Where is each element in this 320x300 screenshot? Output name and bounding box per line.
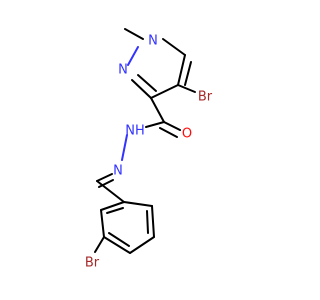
bond-ring-1	[123, 201, 153, 207]
bond-nh-n	[121, 134, 128, 161]
bond-ring-4	[103, 236, 131, 254]
bond-ring-6	[100, 201, 125, 211]
bond-c-o-a	[163, 121, 181, 131]
atom-labels: N N Br O NH N Br	[85, 34, 213, 271]
bond-ch-phenyl	[96, 180, 125, 203]
atom-n-imine: N	[113, 164, 123, 179]
bond-c-nh	[145, 121, 165, 128]
bond-ring-3	[129, 236, 155, 254]
atom-br-phenyl: Br	[85, 256, 100, 271]
bond-ring-br	[94, 236, 105, 253]
bond-lines	[94, 28, 196, 254]
bond-ring-2	[151, 205, 155, 238]
atom-br-pyrazole: Br	[198, 90, 213, 105]
atom-o-carbonyl: O	[182, 127, 192, 142]
bond-methyl-n	[124, 28, 144, 40]
bond-c-o-b	[159, 127, 178, 138]
atom-n-pyrazole: N	[118, 63, 128, 78]
bond-c5-c4-a	[177, 54, 186, 86]
bond-n1-c5	[162, 38, 186, 56]
bond-c5-c4-b	[184, 61, 192, 86]
bond-ring-6-inner	[106, 207, 124, 214]
bond-c3-carbonyl	[150, 97, 165, 123]
bond-ring-4-inner	[108, 232, 130, 247]
bond-c4-br	[177, 84, 196, 93]
bond-n2-n1	[127, 46, 139, 66]
bond-ring-5	[100, 209, 105, 238]
atom-nh: NH	[125, 124, 145, 139]
molecule-structure: N N Br O NH N Br	[85, 28, 213, 271]
bond-n-ch-a	[96, 173, 113, 182]
bond-n-ch-b	[98, 179, 114, 188]
bond-c3-n2-b	[137, 74, 157, 92]
atom-n-methyl: N	[148, 34, 158, 49]
bond-c3-n2-a	[131, 79, 152, 99]
bond-ring-2-inner	[146, 210, 149, 234]
bond-c4-c3	[150, 84, 179, 99]
